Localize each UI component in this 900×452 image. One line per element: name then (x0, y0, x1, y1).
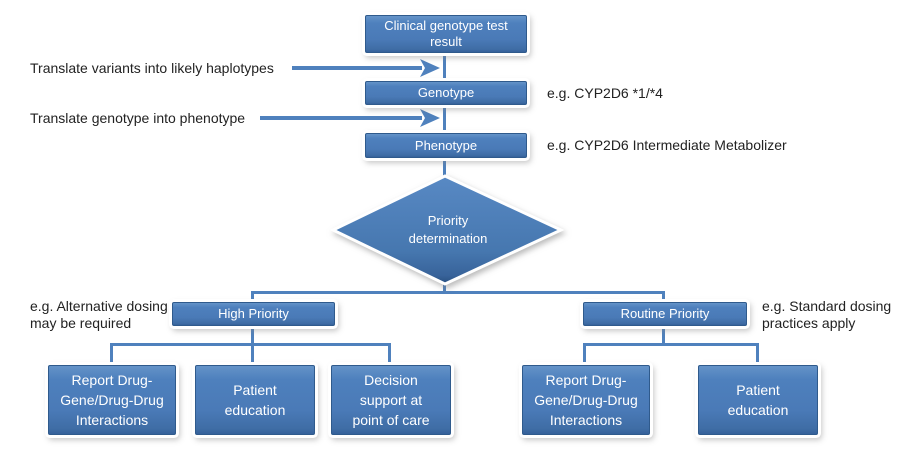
node-routine-report-interactions: Report Drug- Gene/Drug-Drug Interactions (522, 365, 650, 435)
annotation-genotype-example: e.g. CYP2D6 *1/*4 (547, 85, 663, 101)
priority-determination-diamond (328, 172, 568, 288)
annotation-phenotype-example: e.g. CYP2D6 Intermediate Metabolizer (547, 137, 787, 153)
annotation-translate-variants: Translate variants into likely haplotype… (30, 60, 274, 76)
connector-branch-routine (662, 291, 665, 303)
node-high-patient-education: Patient education (195, 365, 315, 435)
connector-routine-patient (756, 343, 759, 366)
node-high-report-interactions: Report Drug- Gene/Drug-Drug Interactions (48, 365, 176, 435)
phenotype-arrow-line (260, 116, 422, 120)
connector-genotype-phenotype (443, 103, 446, 133)
annotation-translate-genotype: Translate genotype into phenotype (30, 110, 246, 126)
connector-high-down (251, 324, 254, 345)
priority-determination-label: Priority determination (408, 213, 488, 246)
connector-routine-horizontal (583, 343, 759, 346)
connector-branch-high (251, 291, 254, 303)
node-routine-priority: Routine Priority (583, 302, 747, 326)
connector-high-horizontal (110, 343, 391, 346)
node-routine-patient-education: Patient education (698, 365, 818, 435)
haplotype-arrow-line (292, 66, 422, 70)
connector-phenotype-diamond (443, 156, 446, 178)
connector-clinical-genotype (443, 50, 446, 81)
connector-routine-report (583, 343, 586, 366)
node-high-decision-support: Decision support at point of care (331, 365, 451, 435)
connector-branch-horizontal (251, 291, 665, 294)
connector-high-decision (388, 343, 391, 366)
annotation-routine-priority-example: e.g. Standard dosing practices apply (762, 298, 892, 331)
node-high-priority: High Priority (172, 302, 335, 326)
connector-high-report (110, 343, 113, 366)
node-clinical-genotype-test: Clinical genotype test result (365, 15, 527, 53)
phenotype-arrow-head-icon (420, 109, 440, 127)
annotation-high-priority-example: e.g. Alternative dosing may be required (30, 298, 168, 331)
connector-routine-down (662, 324, 665, 345)
connector-high-patient (251, 343, 254, 366)
connector-diamond-branch (443, 282, 446, 293)
node-phenotype: Phenotype (365, 133, 527, 158)
node-genotype: Genotype (365, 81, 527, 105)
haplotype-arrow-head-icon (420, 59, 440, 77)
